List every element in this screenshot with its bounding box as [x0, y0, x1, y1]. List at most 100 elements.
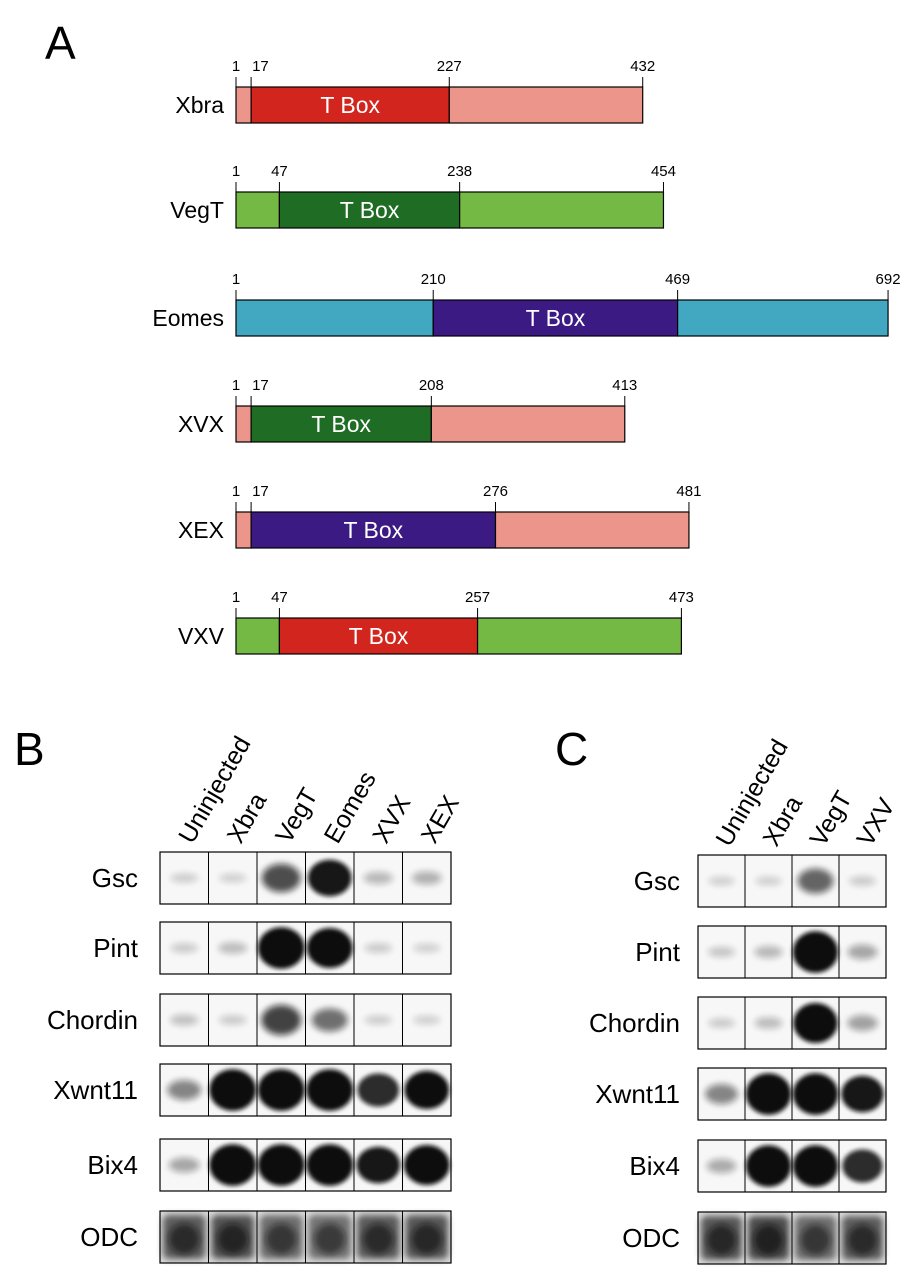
construct-segment: [677, 299, 889, 337]
blot-row-xwnt11: Xwnt11: [53, 1063, 452, 1117]
position-label: 473: [669, 589, 694, 606]
blot-frame: [159, 1138, 452, 1192]
band: [848, 876, 877, 886]
position-label: 1: [232, 483, 240, 500]
band: [403, 1145, 450, 1185]
band: [357, 1073, 400, 1107]
band: [793, 1003, 838, 1043]
band: [792, 931, 839, 973]
band: [257, 1144, 305, 1186]
position-label: 454: [651, 163, 676, 180]
gene-label: Gsc: [92, 863, 138, 893]
construct-segment: [476, 617, 682, 655]
band: [306, 1069, 354, 1111]
band: [261, 863, 301, 893]
band: [842, 1149, 883, 1183]
band: [707, 1018, 736, 1028]
lane-label-xvx: XVX: [367, 790, 416, 848]
construct-name: VegT: [170, 197, 224, 223]
blot-row-gsc: Gsc: [92, 851, 452, 905]
band: [841, 1075, 884, 1113]
blot-frame: [697, 854, 887, 908]
t-box-domain: [250, 405, 432, 443]
blot-frame: [697, 1211, 887, 1265]
t-box-domain: [278, 191, 461, 229]
lane-label-vegt: VegT: [270, 783, 323, 848]
band: [364, 943, 393, 953]
blot-row-bix4: Bix4: [87, 1138, 452, 1192]
blot-frame: [697, 1067, 887, 1121]
blot-row-chordin: Chordin: [589, 996, 887, 1050]
band: [257, 927, 305, 969]
band: [411, 871, 442, 885]
band: [754, 945, 783, 959]
band: [363, 871, 393, 885]
position-label: 1: [232, 163, 240, 180]
construct-segment: [235, 86, 252, 124]
construct-segment: [235, 511, 252, 549]
construct-name: VXV: [178, 623, 225, 649]
lane-label-vegt: VegT: [804, 786, 857, 851]
band: [706, 1158, 737, 1174]
band: [170, 873, 199, 883]
band: [847, 944, 878, 960]
construct-name: XEX: [178, 517, 224, 543]
construct-segment: [430, 405, 626, 443]
construct-segment: [235, 405, 252, 443]
gene-label: ODC: [80, 1222, 138, 1252]
blot-frame: [159, 993, 452, 1047]
band: [168, 1223, 200, 1255]
band: [306, 928, 353, 968]
gene-label: Bix4: [629, 1151, 680, 1181]
gene-label: Bix4: [87, 1150, 138, 1180]
band: [707, 946, 736, 958]
construct-segment: [459, 191, 665, 229]
position-label: 692: [876, 271, 901, 288]
band: [412, 943, 441, 953]
band: [847, 1224, 878, 1256]
gene-label: Xwnt11: [53, 1075, 138, 1105]
position-label: 413: [612, 377, 637, 394]
construct-name: XVX: [178, 411, 224, 437]
t-box-label: T Box: [343, 517, 403, 543]
band: [847, 1015, 878, 1031]
position-label: 469: [665, 271, 690, 288]
blot-row-xwnt11: Xwnt11: [595, 1067, 887, 1121]
gene-label: Chordin: [589, 1008, 680, 1038]
panel-label-a: A: [45, 17, 76, 69]
panel-label-c: C: [555, 723, 588, 775]
position-label: 1: [232, 377, 240, 394]
gene-label: Pint: [635, 937, 681, 967]
construct-name: Xbra: [175, 92, 224, 118]
construct-segment: [494, 511, 690, 549]
construct-segment: [235, 617, 281, 655]
position-label: 481: [676, 483, 701, 500]
position-label: 17: [252, 483, 269, 500]
band: [307, 859, 352, 897]
position-label: 276: [483, 483, 508, 500]
band: [218, 873, 247, 883]
lane-label-xex: XEX: [416, 790, 465, 848]
t-box-label: T Box: [340, 197, 400, 223]
band: [167, 1080, 202, 1100]
band: [209, 1069, 257, 1111]
lane-label-vxv: VXV: [851, 793, 900, 851]
band: [362, 1223, 394, 1255]
band: [306, 1144, 354, 1186]
blot-row-gsc: Gsc: [634, 854, 887, 908]
band: [168, 1157, 200, 1173]
blot-row-chordin: Chordin: [47, 993, 452, 1047]
band: [708, 876, 735, 886]
t-box-domain: [250, 86, 450, 124]
t-box-domain: [278, 617, 479, 655]
position-label: 208: [419, 377, 444, 394]
blot-frame: [697, 996, 887, 1050]
band: [792, 1073, 839, 1115]
band: [169, 1014, 199, 1026]
blot-frame: [159, 1063, 452, 1117]
band: [706, 1224, 737, 1256]
